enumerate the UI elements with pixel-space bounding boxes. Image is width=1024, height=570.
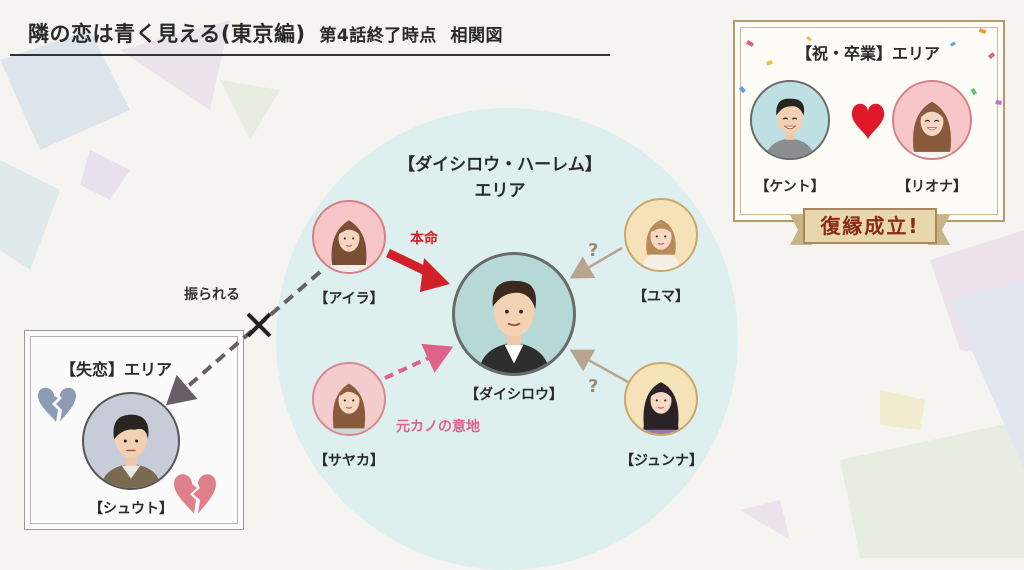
label-riona: 【リオナ】 xyxy=(897,179,967,195)
honmei-arrow xyxy=(386,248,450,292)
harem-area-title-line1: 【ダイシロウ・ハーレム】 xyxy=(398,155,602,175)
avatar-junna xyxy=(624,362,698,436)
yuma-question-arrow xyxy=(569,246,623,279)
title-main: 隣の恋は青く見える(東京編) xyxy=(28,22,306,46)
title-underline xyxy=(10,54,610,56)
avatar-shuuto xyxy=(82,392,180,490)
label-junna: 【ジュンナ】 xyxy=(620,453,704,469)
ribbon-banner-icon xyxy=(790,208,950,245)
harem-area-title-line2: エリア xyxy=(474,181,526,201)
cross-mark-icon xyxy=(246,312,272,338)
rejected-arrow xyxy=(165,270,322,406)
page-title: 隣の恋は青く見える(東京編) 第4話終了時点 相関図 xyxy=(28,18,628,48)
avatar-riona xyxy=(892,80,972,160)
label-aira: 【アイラ】 xyxy=(314,291,384,307)
label-daishirou: 【ダイシロウ】 xyxy=(465,387,563,403)
title-sub: 第4話終了時点 xyxy=(319,26,437,46)
motokano-label: 元カノの意地 xyxy=(396,419,480,435)
graduation-area-title: 【祝・卒業】エリア xyxy=(795,44,940,63)
junna-question-mark: ? xyxy=(588,376,599,397)
label-yuma: 【ユマ】 xyxy=(633,289,689,305)
avatar-yuma xyxy=(624,198,698,272)
label-sayaka: 【サヤカ】 xyxy=(314,453,384,469)
reunion-banner-text: 復縁成立! xyxy=(820,214,920,238)
avatar-sayaka xyxy=(312,362,386,436)
avatar-daishirou xyxy=(452,252,576,376)
heart-icon xyxy=(851,103,885,140)
broken-heart-icon xyxy=(38,387,76,422)
relation-arrows xyxy=(38,103,885,514)
label-shuuto: 【シュウト】 xyxy=(89,501,173,517)
avatar-aira xyxy=(312,200,386,274)
junna-question-arrow xyxy=(569,349,629,384)
furareru-label: 振られる xyxy=(184,287,240,303)
broken-heart-icon xyxy=(174,474,216,514)
background-shapes xyxy=(0,20,1024,558)
yuma-question-mark: ? xyxy=(588,240,599,261)
confetti-icon xyxy=(738,28,1002,115)
title-suffix: 相関図 xyxy=(450,26,504,46)
honmei-label: 本命 xyxy=(410,231,438,247)
avatar-kento xyxy=(750,80,830,160)
harem-area-title: 【ダイシロウ・ハーレム】 エリア xyxy=(380,152,620,204)
loss-area-title: 【失恋】エリア xyxy=(60,360,173,379)
label-kento: 【ケント】 xyxy=(755,179,825,195)
motokano-arrow xyxy=(384,343,454,380)
